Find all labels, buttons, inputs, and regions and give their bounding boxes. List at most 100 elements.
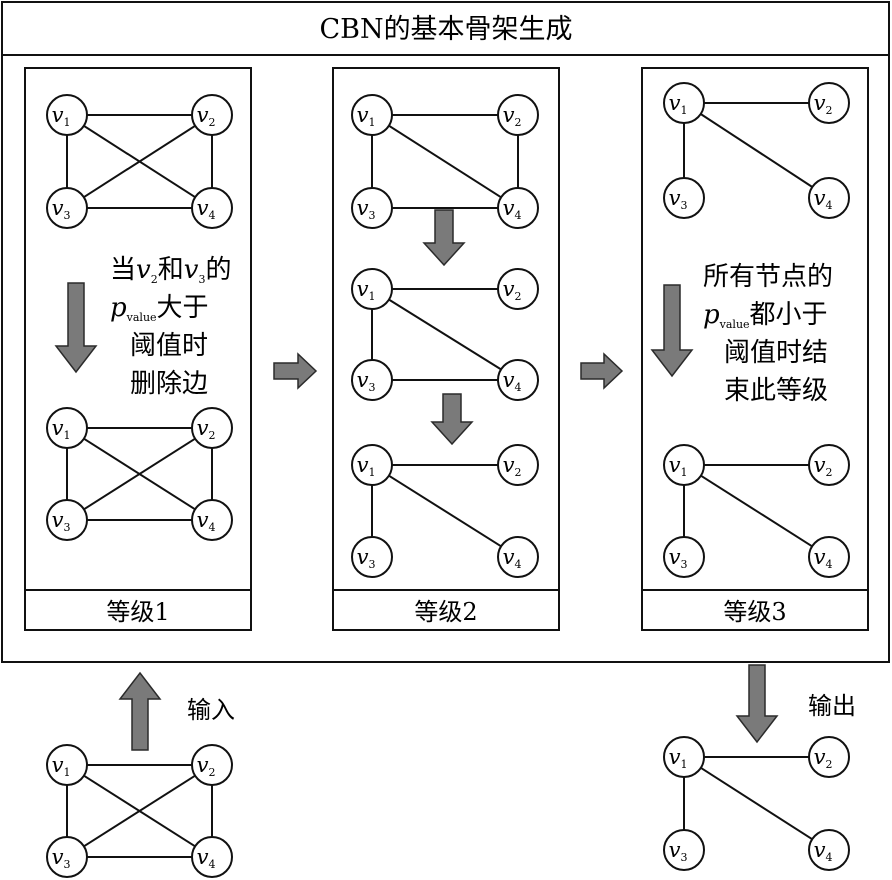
graph-node: v3 bbox=[46, 499, 88, 541]
graph-edge bbox=[388, 298, 502, 371]
graph-node: v1 bbox=[663, 82, 705, 124]
graph-node: v1 bbox=[46, 407, 88, 449]
graph-node: v4 bbox=[497, 536, 539, 578]
graph-edge bbox=[388, 474, 502, 548]
svg-text:v1: v1 bbox=[669, 453, 688, 479]
stage1-note-line1: 当v2和v3的 bbox=[110, 255, 231, 286]
svg-text:v3: v3 bbox=[669, 186, 688, 212]
svg-text:v3: v3 bbox=[669, 545, 688, 571]
arrows-layer bbox=[54, 209, 779, 751]
svg-text:v1: v1 bbox=[669, 91, 688, 117]
stage2-down-arrow-2 bbox=[430, 393, 474, 446]
graph-node: v4 bbox=[497, 187, 539, 229]
stage-panel-2 bbox=[332, 67, 560, 631]
svg-text:v4: v4 bbox=[814, 186, 833, 212]
diagram-title: CBN的基本骨架生成 bbox=[319, 14, 572, 45]
graph-node: v1 bbox=[663, 736, 705, 778]
svg-text:v4: v4 bbox=[197, 845, 216, 871]
graph-node: v2 bbox=[808, 736, 850, 778]
graph-node: v1 bbox=[46, 94, 88, 136]
g-s1-top-graph: v1 v2 v3 v4 bbox=[46, 94, 233, 229]
svg-text:v1: v1 bbox=[52, 753, 71, 779]
graph-edge bbox=[700, 474, 813, 548]
graph-node: v3 bbox=[663, 177, 705, 219]
input-up-arrow bbox=[118, 671, 162, 751]
graph-node: v2 bbox=[808, 444, 850, 486]
stage-label-3: 等级3 bbox=[723, 598, 786, 626]
output-down-arrow bbox=[735, 664, 779, 744]
svg-text:v3: v3 bbox=[357, 545, 376, 571]
svg-text:v2: v2 bbox=[814, 453, 833, 479]
svg-text:v3: v3 bbox=[357, 368, 376, 394]
graph-node: v4 bbox=[808, 177, 850, 219]
svg-text:v1: v1 bbox=[52, 416, 71, 442]
svg-text:v1: v1 bbox=[357, 453, 376, 479]
graph-edge bbox=[83, 437, 196, 511]
svg-text:v4: v4 bbox=[814, 545, 833, 571]
g-output-graph: v1 v2 v3 v4 bbox=[663, 736, 850, 871]
svg-text:v4: v4 bbox=[503, 545, 522, 571]
stage1-note-line2: pvalue大于 bbox=[110, 293, 209, 324]
svg-text:v2: v2 bbox=[197, 103, 216, 129]
svg-text:v2: v2 bbox=[503, 277, 522, 303]
svg-text:v1: v1 bbox=[669, 745, 688, 771]
svg-text:v1: v1 bbox=[52, 103, 71, 129]
stage-panel-1 bbox=[24, 67, 252, 631]
graph-node: v1 bbox=[46, 744, 88, 786]
stage1-note-line3: 阈值时 bbox=[130, 331, 208, 361]
stage-panel-3 bbox=[641, 67, 869, 631]
svg-text:v4: v4 bbox=[503, 368, 522, 394]
graph-node: v4 bbox=[808, 536, 850, 578]
graph-node: v2 bbox=[808, 82, 850, 124]
svg-text:v2: v2 bbox=[814, 745, 833, 771]
svg-text:v2: v2 bbox=[197, 753, 216, 779]
graph-node: v4 bbox=[497, 359, 539, 401]
graph-edge bbox=[700, 766, 813, 841]
input-label: 输入 bbox=[187, 696, 235, 724]
svg-text:v3: v3 bbox=[669, 838, 688, 864]
g-input-graph: v1 v2 v3 v4 bbox=[46, 744, 233, 878]
graph-node: v1 bbox=[351, 94, 393, 136]
graphs-layer: v1 v2 v3 v4 v1 v2 v3 v4 v1 v2 v3 v4 v1 v2 v3 v4 v1 v2 v3 v4… bbox=[46, 82, 850, 878]
stage3-down-arrow bbox=[650, 284, 694, 378]
graph-node: v2 bbox=[497, 94, 539, 136]
graph-node: v2 bbox=[497, 268, 539, 310]
svg-text:v1: v1 bbox=[357, 277, 376, 303]
g-s3-bot-graph: v1 v2 v3 v4 bbox=[663, 444, 850, 578]
stage1-note-line4: 删除边 bbox=[130, 369, 208, 399]
graph-node: v2 bbox=[191, 94, 233, 136]
graph-edge bbox=[388, 124, 502, 199]
graph-edge bbox=[700, 113, 813, 188]
graph-node: v4 bbox=[808, 829, 850, 871]
svg-text:v2: v2 bbox=[503, 103, 522, 129]
graph-edge bbox=[83, 124, 196, 199]
svg-text:v3: v3 bbox=[52, 196, 71, 222]
outer-frame bbox=[1, 1, 890, 663]
svg-text:v4: v4 bbox=[814, 838, 833, 864]
g-s2-c-graph: v1 v2 v3 v4 bbox=[351, 444, 539, 578]
graph-node: v2 bbox=[497, 444, 539, 486]
stage-label-2: 等级2 bbox=[414, 598, 477, 626]
svg-text:v3: v3 bbox=[52, 508, 71, 534]
stage3-note-line2: pvalue都小于 bbox=[703, 300, 828, 331]
graph-node: v4 bbox=[191, 836, 233, 878]
stage3-note-line4: 束此等级 bbox=[724, 376, 828, 406]
stage3-note-line3: 阈值时结 bbox=[724, 338, 828, 368]
stage1-down-arrow bbox=[54, 282, 98, 374]
stage3-note-line1: 所有节点的 bbox=[703, 262, 833, 292]
graph-node: v3 bbox=[351, 187, 393, 229]
stage1-to-2-arrow bbox=[273, 352, 318, 390]
svg-text:v3: v3 bbox=[52, 845, 71, 871]
output-label: 输出 bbox=[808, 692, 856, 720]
svg-text:v4: v4 bbox=[503, 196, 522, 222]
graph-node: v3 bbox=[351, 359, 393, 401]
graph-node: v3 bbox=[663, 536, 705, 578]
graph-node: v2 bbox=[191, 744, 233, 786]
graph-node: v3 bbox=[46, 187, 88, 229]
graph-node: v4 bbox=[191, 187, 233, 229]
graph-node: v3 bbox=[663, 829, 705, 871]
graph-node: v1 bbox=[351, 444, 393, 486]
g-s2-a-graph: v1 v2 v3 v4 bbox=[351, 94, 539, 229]
